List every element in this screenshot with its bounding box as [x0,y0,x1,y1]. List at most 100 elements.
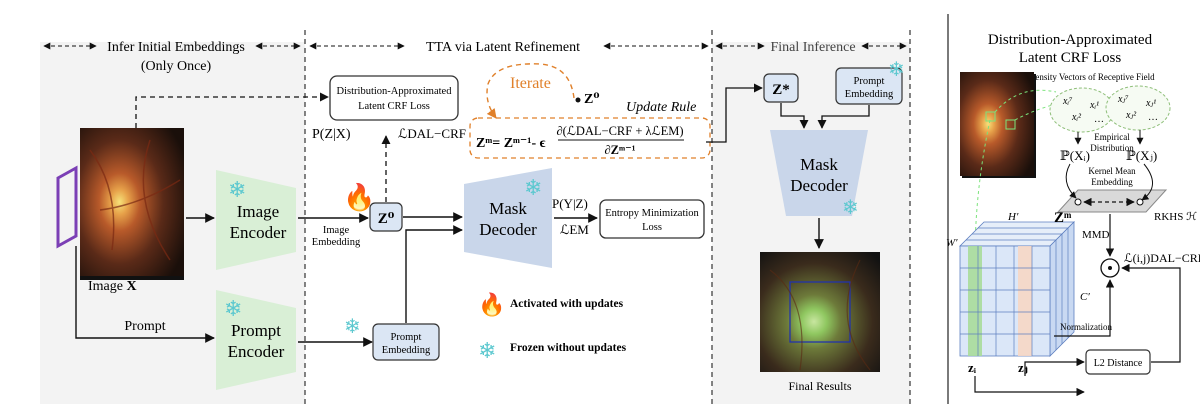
l-em-label: ℒEM [560,222,589,237]
xi-vec-1: xᵢ¹ [1089,100,1099,111]
right-fundus-image [960,72,1036,178]
intensity-vectors-label: Intensity Vectors of Receptive Field [1025,72,1155,82]
entropy-loss-box [599,199,705,239]
rkhs-label: RKHS ℋ [1154,211,1197,223]
right-panel-title-line2: Latent CRF Loss [1019,50,1122,66]
dal-loss-box [329,75,459,121]
prompt-box-icon [56,165,78,249]
mmd-label: MMD [1082,229,1110,241]
w-prime-label: W′ [946,237,958,249]
snowflake-icon: ❄ [344,316,361,338]
l2-to-product-arrow [1121,263,1181,363]
p-xj-label: ℙ(Xⱼ) [1126,148,1157,163]
final-mask-decoder-line2: Decoder [790,176,848,195]
prompt-embedding-line2: Embedding [382,345,431,356]
snowflake-icon: ❄ [842,197,859,219]
final-results-label: Final Results [788,379,851,393]
legend-activated: Activated with updates [510,298,624,310]
update-rule-lhs: Zᵐ= Zᵐ⁻¹- ϵ [476,136,546,151]
zstar-box [763,73,799,103]
empirical-line1: Empirical [1094,132,1130,142]
xi-vec-7: xᵢ⁷ [1062,96,1073,107]
kernel-line1: Kernel Mean [1088,166,1136,176]
xi-vec-dots: … [1094,114,1104,125]
final-mask-decoder-line1: Mask [800,155,838,174]
cloud-xj [1105,85,1171,131]
prompt-embedding-line1: Prompt [391,332,422,343]
zstar-to-decoder-arrow [780,103,809,129]
dal-loss-line1: Distribution-Approximated [337,86,453,97]
image-embedding-line1: Image [323,225,350,236]
prompt-encoder-block [216,290,296,390]
receptive-field-link [994,89,1057,113]
zj-label: zⱼ [1018,360,1028,375]
snowflake-icon: ❄ [888,59,905,81]
image-encoder-line2: Encoder [230,223,287,242]
p-y-given-z-label: P(Y|Z) [552,196,588,211]
p-xi-label: ℙ(Xᵢ) [1060,148,1090,163]
zi-label: zᵢ [968,360,977,375]
iterate-loop-arrow [486,63,575,119]
c-prime-label: C′ [1080,291,1090,303]
legend-frozen: Frozen without updates [510,342,627,354]
mask-decoder-line1: Mask [489,199,527,218]
kernel-line2: Embedding [1091,177,1133,187]
z0-box [369,202,403,232]
cloud-xi [1049,87,1115,133]
left-section-title: Infer Initial Embeddings [107,40,245,55]
final-prompt-embedding-line1: Prompt [854,76,885,87]
image-label: Image X [88,279,137,294]
rkhs-plane [1056,189,1168,213]
prompt-to-final-decoder-arrow [817,105,870,129]
zstar-label: Z* [772,82,790,98]
xj-vec-dots: … [1148,112,1158,123]
empirical-line2: Distribution [1090,143,1134,153]
update-rule-denominator: ∂Zᵐ⁻¹ [604,143,635,157]
image-encoder-line1: Image [237,202,279,221]
image-encoder-block [216,170,296,270]
dal-loss-line2: Latent CRF Loss [358,101,430,112]
l2-distance-label: L2 Distance [1094,358,1143,369]
update-rule-numerator: ∂(ℒDAL−CRF + λℒEM) [557,124,684,138]
xj-vec-2: xⱼ² [1125,110,1137,121]
xj-vec-7: xⱼ⁷ [1117,94,1129,105]
hadamard-product-dot [1108,266,1112,270]
kernel-embedding-xj-arrow [1141,163,1153,201]
final-mask-decoder-block [770,130,868,216]
zj-to-l2-arrow [1024,357,1085,376]
embedding-point-j [1136,198,1144,206]
prompt-embedding-box [372,323,440,361]
legend-snowflake-icon: ❄ [478,338,496,363]
zi-to-l2-arrow [974,376,1085,397]
l2-distance-box [1085,349,1151,375]
final-prompt-embedding-line2: Embedding [845,89,894,100]
xi-vec-2: xᵢ² [1071,112,1082,123]
zm-label: Zᵐ [1054,210,1072,226]
final-section-title: Final Inference [770,40,855,55]
prompt-to-encoder-arrow [75,246,215,343]
image-embedding-line2: Embedding [312,237,361,248]
prompt-embedding-to-decoder-arrow [405,225,463,323]
prompt-encoder-line2: Encoder [228,342,285,361]
p-z-given-x-label: P(Z|X) [312,127,351,142]
final-result-image [760,252,880,372]
embedding-point-i [1074,198,1082,206]
update-rule-box [469,117,711,159]
mask-decoder-block [464,168,552,268]
h-prime-label: H′ [1007,211,1019,223]
entropy-loss-line1: Entropy Minimization [605,208,699,219]
l-ij-label: ℒ(i,j)DAL−CRF [1124,251,1200,265]
prompt-label: Prompt [124,319,165,334]
input-image [80,128,184,280]
image-to-dal-arrow [135,92,329,128]
normalization-to-product-arrow [1054,279,1115,337]
final-prompt-embedding-box [835,67,903,105]
legend-fire-icon: 🔥 [478,292,505,317]
entropy-loss-line2: Loss [642,222,662,233]
update-rule-label: Update Rule [626,100,696,115]
z0-label: Z⁰ [378,211,395,227]
update-to-zstar-arrow [706,83,763,143]
left-section-subtitle: (Only Once) [141,59,212,74]
prompt-encoder-line1: Prompt [231,321,281,340]
